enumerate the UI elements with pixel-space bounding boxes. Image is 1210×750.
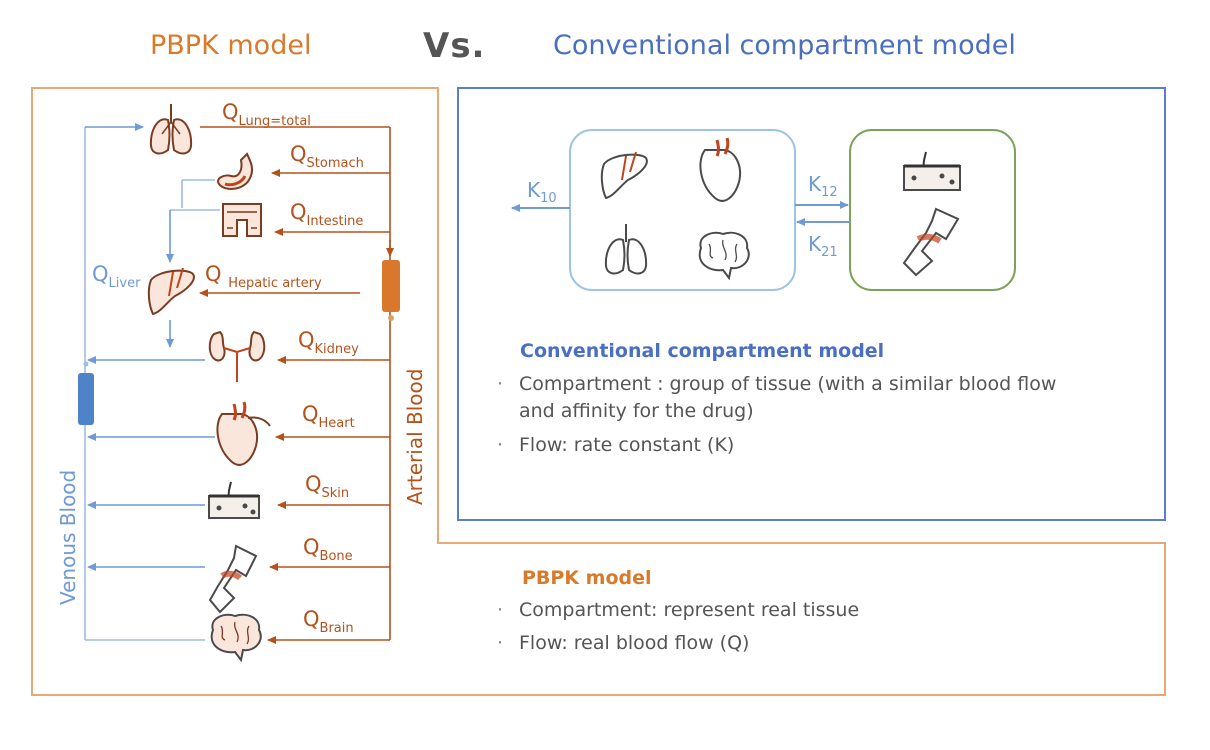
pbpk-desc-heading: PBPK model (522, 567, 652, 589)
q-hepatic-artery-label: Q Hepatic artery (205, 262, 322, 291)
pbpk-bullet: ·Compartment: represent real tissue (497, 599, 860, 621)
stomach-icon (217, 152, 254, 190)
q-liver-label: QLiver (92, 262, 141, 291)
q-skin-label: QSkin (305, 472, 350, 501)
conventional-frame (457, 87, 1166, 521)
intestine-icon (222, 203, 262, 237)
k12-label: K12 (808, 172, 838, 200)
arterial-blood-label: Arterial Blood (403, 368, 427, 505)
vs-title: Vs. (423, 26, 486, 66)
peripheral-compartment (849, 129, 1016, 291)
liver-icon (147, 267, 195, 316)
q-brain-label: QBrain (303, 607, 354, 636)
central-compartment (569, 129, 796, 291)
venous-vessel-icon (78, 373, 94, 425)
pbpk-bullet: ·Flow: real blood flow (Q) (497, 632, 750, 654)
pbpk-frame (31, 87, 1166, 696)
kidney-icon (208, 330, 266, 382)
conventional-title: Conventional compartment model (553, 30, 1016, 61)
lung-icon-central (604, 224, 648, 275)
q-intestine-label: QIntestine (290, 200, 364, 229)
venous-blood-label: Venous Blood (56, 469, 80, 605)
k10-label: K10 (527, 178, 557, 206)
q-heart-label: QHeart (302, 402, 355, 431)
heart-icon-central (699, 137, 741, 202)
conventional-desc-heading: Conventional compartment model (520, 340, 885, 362)
pbpk-title: PBPK model (150, 30, 312, 61)
skin-icon-peripheral (903, 151, 961, 191)
q-kidney-label: QKidney (298, 328, 359, 357)
q-stomach-label: QStomach (290, 142, 364, 171)
conventional-bullet: ·Compartment : group of tissue (with a s… (497, 373, 1057, 395)
skin-icon (208, 481, 260, 519)
lung-icon (149, 104, 193, 155)
brain-icon (210, 613, 262, 663)
q-bone-label: QBone (303, 535, 353, 564)
arterial-vessel-icon (382, 260, 400, 312)
conventional-bullet-continued: and affinity for the drug) (519, 400, 754, 422)
liver-icon-central (600, 151, 648, 200)
bone-icon (208, 544, 258, 614)
k21-label: K21 (808, 232, 838, 260)
conventional-bullet: ·Flow: rate constant (K) (497, 434, 735, 456)
heart-icon (216, 401, 271, 466)
q-lung-label: QLung=total (222, 100, 311, 129)
bone-icon-peripheral (902, 207, 960, 277)
brain-icon-central (698, 231, 750, 281)
